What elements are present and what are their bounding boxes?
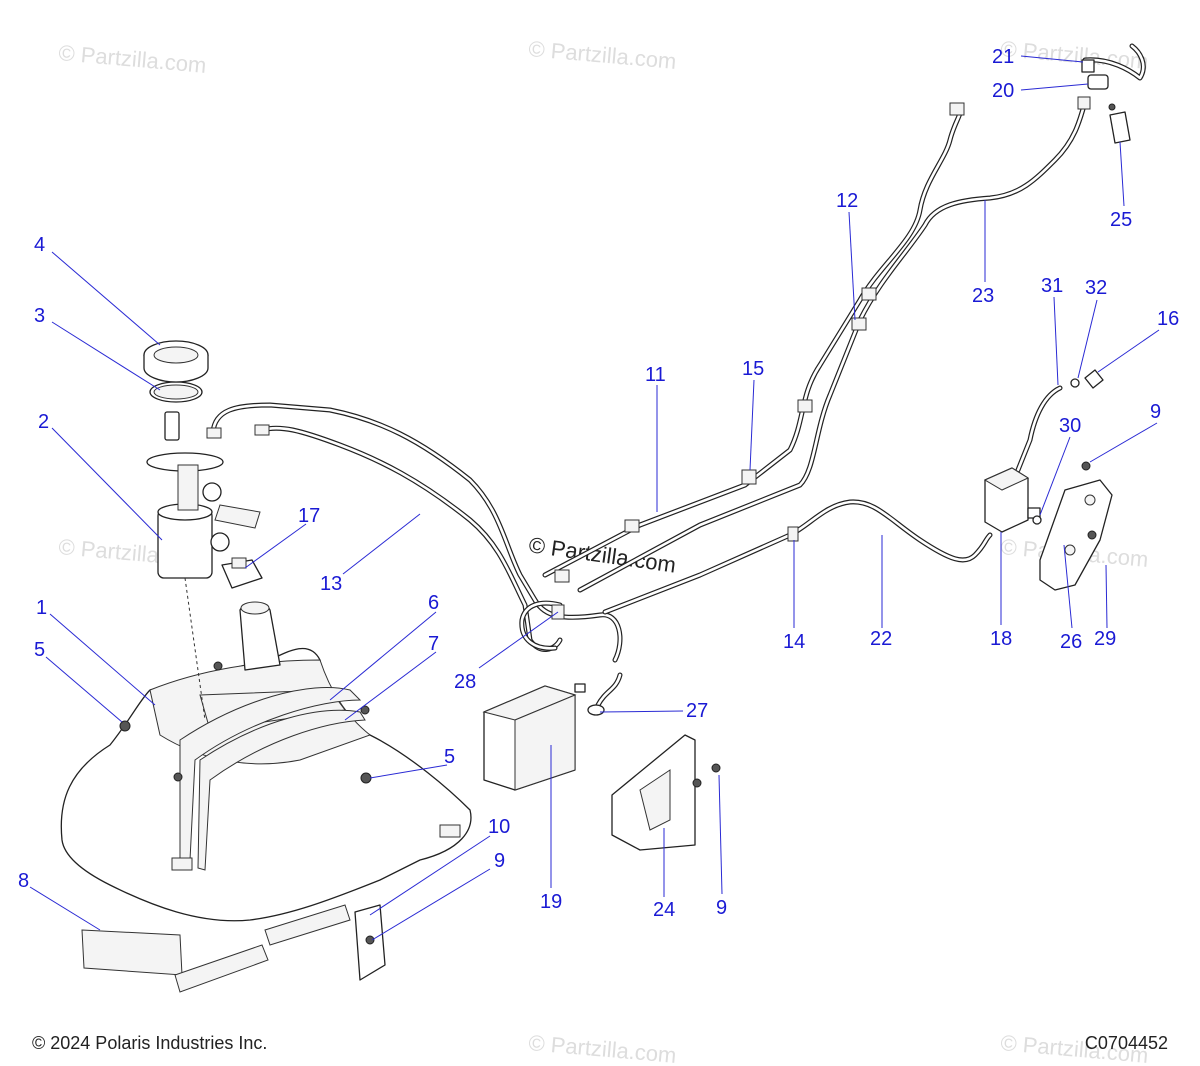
callout-31[interactable]: 31	[1041, 275, 1063, 297]
callout-17[interactable]: 17	[298, 505, 320, 527]
copyright-text: © 2024 Polaris Industries Inc.	[32, 1033, 268, 1053]
filler-neck	[240, 601, 270, 615]
bolt	[692, 778, 702, 788]
fitting-21	[1081, 59, 1095, 73]
callout-5[interactable]: 5	[444, 746, 455, 768]
callout-9[interactable]: 9	[494, 850, 505, 872]
line-connector	[254, 424, 270, 436]
callout-8[interactable]: 8	[18, 870, 29, 892]
fuel-tank	[60, 601, 472, 922]
bolt	[1087, 530, 1097, 540]
callout-1[interactable]: 1	[36, 597, 47, 619]
canister-hose	[587, 672, 623, 716]
callout-5[interactable]: 5	[34, 639, 45, 661]
line-connector	[949, 102, 965, 116]
watermark: © Partzilla.com	[528, 36, 678, 74]
callout-9[interactable]: 9	[1150, 401, 1161, 423]
clip	[797, 399, 813, 413]
clip-14	[787, 526, 799, 542]
callout-2[interactable]: 2	[38, 411, 49, 433]
hose-clamp	[587, 704, 605, 716]
callout-13[interactable]: 13	[320, 573, 342, 595]
fitting-16	[1084, 369, 1104, 389]
charcoal-canister	[482, 683, 586, 791]
callout-15[interactable]: 15	[742, 358, 764, 380]
o-ring-32	[1070, 378, 1080, 388]
callout-29[interactable]: 29	[1094, 628, 1116, 650]
callout-30[interactable]: 30	[1059, 415, 1081, 437]
tank-bracket	[354, 904, 386, 981]
callout-28[interactable]: 28	[454, 671, 476, 693]
tank-pads	[81, 904, 351, 993]
watermark: © Partzilla.com	[528, 1030, 678, 1066]
callout-3[interactable]: 3	[34, 305, 45, 327]
bolt-5	[360, 772, 372, 784]
clip	[861, 287, 877, 301]
canister-bracket	[611, 734, 721, 851]
fuel-pump	[146, 411, 261, 721]
clip	[554, 569, 570, 583]
tank-foot	[171, 857, 193, 871]
callout-9[interactable]: 9	[716, 897, 727, 919]
callout-19[interactable]: 19	[540, 891, 562, 913]
callout-11[interactable]: 11	[645, 364, 666, 386]
bolt-9	[365, 935, 375, 945]
lock-ring	[143, 340, 209, 383]
tank-foot	[439, 824, 461, 838]
clip-25	[1109, 111, 1131, 144]
callout-18[interactable]: 18	[990, 628, 1012, 650]
callout-6[interactable]: 6	[428, 592, 439, 614]
bolt-5	[119, 720, 131, 732]
callouts: 4 3 2 1 5 6 7 8 9 10 5 17 13 11 15 12 14…	[18, 46, 1179, 921]
callout-26[interactable]: 26	[1060, 631, 1082, 653]
line-connector	[206, 427, 222, 439]
callout-20[interactable]: 20	[992, 80, 1014, 102]
diagram-code: C0704452	[1084, 1033, 1168, 1053]
connector-parts	[1032, 59, 1131, 525]
callout-4[interactable]: 4	[34, 234, 45, 256]
canister-port	[574, 683, 586, 693]
clip-15	[741, 469, 757, 485]
callout-24[interactable]: 24	[653, 899, 675, 921]
callout-27[interactable]: 27	[686, 700, 708, 722]
bolt-9	[1081, 461, 1091, 471]
callout-25[interactable]: 25	[1110, 209, 1132, 231]
filter-bracket	[1039, 461, 1113, 591]
pump-seal-inner	[153, 384, 199, 400]
callout-10[interactable]: 10	[488, 816, 510, 838]
callout-32[interactable]: 32	[1085, 277, 1107, 299]
callout-14[interactable]: 14	[783, 631, 805, 653]
callout-22[interactable]: 22	[870, 628, 892, 650]
bolt	[173, 772, 183, 782]
clip	[851, 317, 867, 331]
fitting-30	[1032, 515, 1042, 525]
screw	[1108, 103, 1116, 111]
fuel-sender	[221, 557, 263, 589]
bolt	[213, 661, 223, 671]
fuel-lines	[210, 43, 1146, 663]
quick-connector-20	[1087, 74, 1109, 90]
callout-21[interactable]: 21	[992, 46, 1014, 68]
callout-12[interactable]: 12	[836, 190, 858, 212]
fuel-filter	[983, 467, 1041, 533]
bolt-9	[711, 763, 721, 773]
line-clips	[206, 96, 1091, 620]
callout-23[interactable]: 23	[972, 285, 994, 307]
callout-16[interactable]: 16	[1157, 308, 1179, 330]
clip-11	[624, 519, 640, 533]
callout-7[interactable]: 7	[428, 633, 439, 655]
watermark: © Partzilla.com	[58, 40, 208, 78]
bolt	[360, 705, 370, 715]
line-connector	[1077, 96, 1091, 110]
leader-lines	[29, 55, 1160, 941]
